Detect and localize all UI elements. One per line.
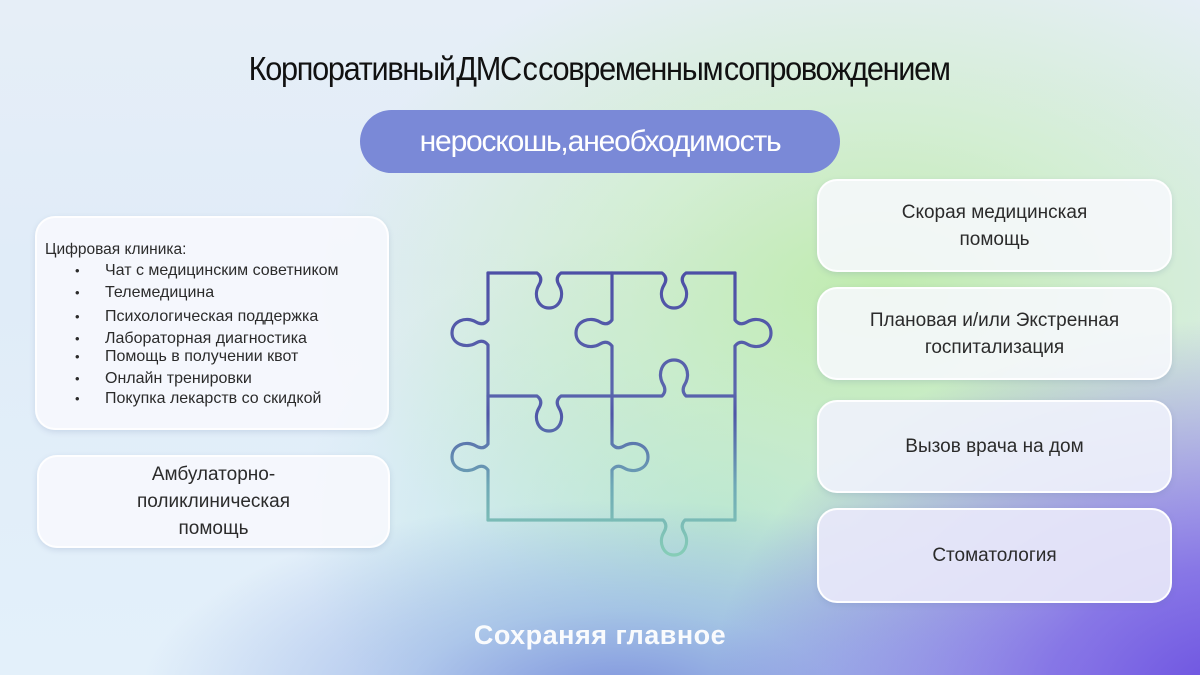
- emergency-care-label: Скорая медицинская помощь: [901, 201, 1088, 250]
- bullet-icon: •: [75, 263, 80, 278]
- subtitle-pill: не роскошь, а необходимость: [360, 110, 840, 173]
- list-item: •Покупка лекарств со скидкой: [45, 388, 387, 410]
- bullet-icon: •: [75, 349, 80, 364]
- bullet-icon: •: [75, 330, 80, 346]
- list-item: •Лабораторная диагностика: [45, 328, 387, 350]
- list-item: •Телемедицина: [45, 282, 387, 304]
- list-item: •Психологическая поддержка: [45, 306, 387, 328]
- subtitle-pill-text: не роскошь, а необходимость: [419, 124, 782, 158]
- bullet-icon: •: [75, 309, 80, 324]
- home-doctor-label: Вызов врача на дом: [905, 436, 1084, 457]
- list-item: •Помощь в получении квот: [45, 346, 387, 368]
- dentistry-label: Стоматология: [932, 545, 1057, 566]
- puzzle-icon: [440, 260, 780, 560]
- list-item: •Онлайн тренировки: [45, 368, 387, 390]
- hospitalization-label: Плановая и/или Экстренная госпитализация: [869, 309, 1120, 358]
- hospitalization-card: Плановая и/или Экстренная госпитализация: [817, 287, 1172, 380]
- digital-clinic-heading: Цифровая клиника:: [45, 241, 187, 258]
- bullet-icon: •: [75, 284, 80, 300]
- dentistry-card: Стоматология: [817, 508, 1172, 603]
- digital-clinic-list: •Чат с медицинским советником •Телемедиц…: [45, 260, 387, 410]
- bullet-icon: •: [75, 391, 80, 406]
- emergency-care-card: Скорая медицинская помощь: [817, 179, 1172, 272]
- list-item: •Чат с медицинским советником: [45, 260, 387, 282]
- ambulatory-care-card: Амбулаторно- поликлиническая помощь: [37, 455, 390, 548]
- slide-title: Корпоративный ДМС с современным сопровож…: [248, 50, 951, 87]
- digital-clinic-card: Цифровая клиника: •Чат с медицинским сов…: [35, 216, 389, 430]
- footer-tagline: Сохраняя главное: [473, 620, 727, 650]
- bullet-icon: •: [75, 370, 80, 386]
- home-doctor-card: Вызов врача на дом: [817, 400, 1172, 493]
- ambulatory-care-label: Амбулаторно- поликлиническая помощь: [136, 464, 291, 539]
